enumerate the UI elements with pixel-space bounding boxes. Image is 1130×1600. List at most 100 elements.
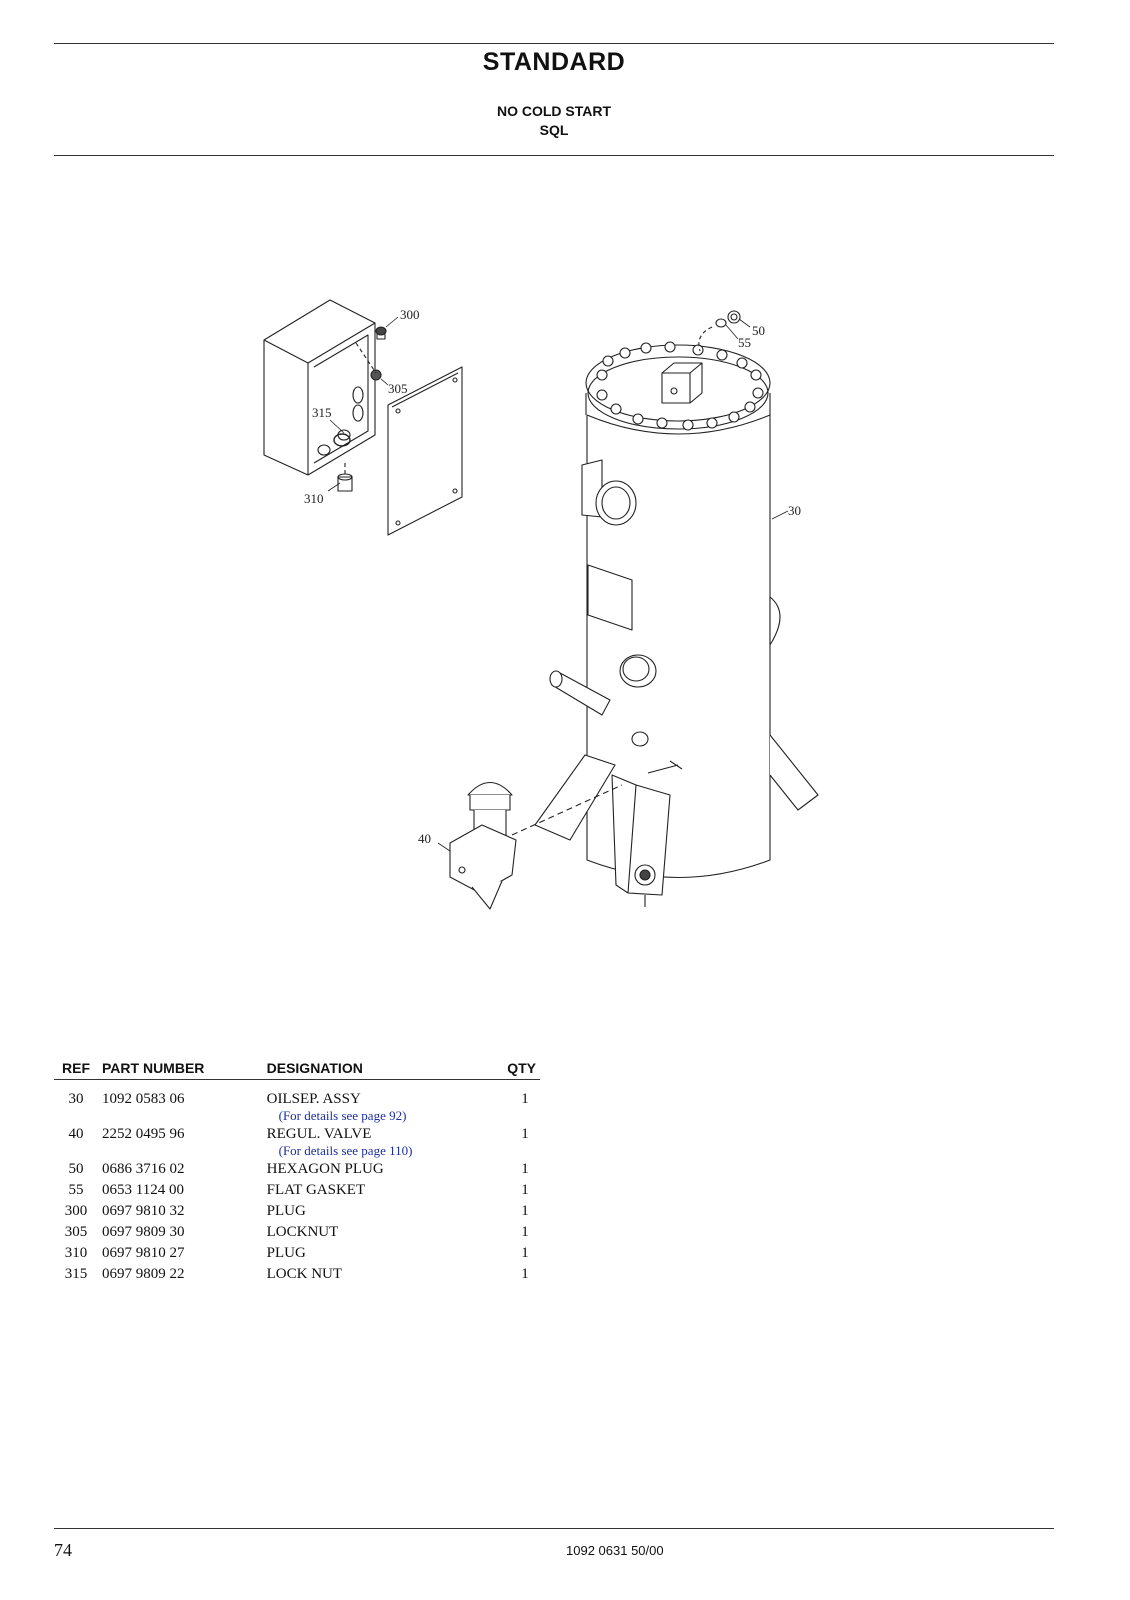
cell-ref: 305 [54,1224,98,1245]
callout-315: 315 [312,405,332,420]
cell-part-number-text: 0686 3716 02 [102,1161,185,1177]
cell-part-number: 1092 0583 06 [98,1080,263,1127]
callout-310: 310 [304,491,324,506]
table-row: 305 0697 9809 30 LOCKNUT 1 [54,1224,540,1245]
cell-designation: REGUL. VALVE(For details see page 110) [263,1126,492,1161]
fitting-300 [375,326,387,340]
cell-ref: 50 [54,1161,98,1182]
header-bottom-rule [54,155,1054,156]
page-number: 74 [54,1540,72,1560]
cell-designation-text: FLAT GASKET [266,1182,366,1198]
cell-qty-text: 1 [521,1161,529,1177]
callout-300: 300 [400,307,420,322]
page-title: STANDARD [482,48,626,76]
table-row: 50 0686 3716 02 HEXAGON PLUG 1 [54,1161,540,1182]
cell-part-number: 0653 1124 00 [98,1182,263,1203]
cell-qty-text: 1 [521,1266,529,1282]
table-header-row: REF PART NUMBER DESIGNATION QTY [54,1058,540,1080]
callout-55: 55 [738,335,751,350]
cell-qty: 1 [492,1182,540,1203]
cell-ref: 30 [54,1080,98,1127]
cover-plate [387,366,463,536]
cell-qty-text: 1 [521,1245,529,1261]
cell-designation-text: HEXAGON PLUG [266,1161,384,1177]
cell-ref-text: 305 [64,1224,88,1240]
document-number: 1092 0631 50/00 [566,1543,664,1558]
cell-ref-text: 310 [64,1245,88,1261]
page-subtitle: NO COLD START [496,103,612,119]
cell-designation-text: OILSEP. ASSY [266,1091,361,1107]
table-row: 315 0697 9809 22 LOCK NUT 1 [54,1266,540,1287]
cell-part-number-text: 1092 0583 06 [102,1091,185,1107]
oil-separator-vessel [534,341,819,907]
fitting-305 [370,369,382,381]
cell-designation-text: REGUL. VALVE [266,1126,372,1142]
header-top-rule [54,43,1054,44]
cell-part-number: 0686 3716 02 [98,1161,263,1182]
table-row: 300 0697 9810 32 PLUG 1 [54,1203,540,1224]
callout-50: 50 [752,323,765,338]
cell-designation: HEXAGON PLUG [263,1161,492,1182]
cell-part-number-text: 2252 0495 96 [102,1126,185,1142]
column-header-designation: DESIGNATION [262,1058,492,1080]
cell-designation: LOCK NUT [263,1266,492,1287]
hexagon-plug-50 [715,310,741,328]
page-subtitle-model: SQL [539,122,569,138]
table-row: 55 0653 1124 00 FLAT GASKET 1 [54,1182,540,1203]
callout-305: 305 [388,381,408,396]
cell-qty-text: 1 [521,1203,529,1219]
cell-designation: PLUG [263,1203,492,1224]
cell-designation: FLAT GASKET [263,1182,492,1203]
table-row: 30 1092 0583 06 OILSEP. ASSY(For details s… [54,1080,540,1127]
cell-ref: 315 [54,1266,98,1287]
cell-ref-text: 315 [64,1266,88,1282]
cell-part-number-text: 0697 9810 32 [102,1203,185,1219]
callout-40: 40 [418,831,431,846]
details-reference-note: (For details see page 92) [278,1108,407,1123]
cell-ref-text: 55 [68,1182,84,1198]
table-row: 310 0697 9810 27 PLUG 1 [54,1245,540,1266]
cell-qty: 1 [492,1203,540,1224]
cell-designation-text: LOCK NUT [266,1266,343,1282]
column-header-qty: QTY [492,1058,540,1080]
cell-qty-text: 1 [521,1182,529,1198]
cell-part-number-text: 0697 9809 22 [102,1266,185,1282]
cell-ref: 300 [54,1203,98,1224]
cell-designation: PLUG [263,1245,492,1266]
parts-list-table: REF PART NUMBER DESIGNATION QTY 30 1092 0… [54,1058,540,1287]
cell-qty: 1 [492,1161,540,1182]
cell-part-number-text: 0697 9810 27 [102,1245,185,1261]
column-header-ref: REF [54,1058,98,1080]
cell-designation-text: LOCKNUT [266,1224,339,1240]
cell-ref-text: 50 [68,1161,84,1177]
cell-part-number: 0697 9809 22 [98,1266,263,1287]
details-reference-note: (For details see page 110) [278,1143,413,1158]
cell-ref-text: 30 [68,1091,84,1107]
regulating-valve [449,781,517,910]
cell-part-number: 0697 9810 32 [98,1203,263,1224]
cell-ref: 310 [54,1245,98,1266]
cell-part-number-text: 0653 1124 00 [102,1182,184,1198]
cell-qty: 1 [492,1126,540,1161]
cell-part-number: 0697 9810 27 [98,1245,263,1266]
cell-part-number: 2252 0495 96 [98,1126,263,1161]
cell-designation-text: PLUG [266,1203,306,1219]
cell-qty: 1 [492,1266,540,1287]
cell-designation: LOCKNUT [263,1224,492,1245]
junction-box [263,299,376,476]
cell-qty: 1 [492,1245,540,1266]
cell-ref: 40 [54,1126,98,1161]
cell-qty-text: 1 [521,1126,529,1142]
cell-designation-text: PLUG [266,1245,306,1261]
cell-part-number-text: 0697 9809 30 [102,1224,185,1240]
cell-qty: 1 [492,1080,540,1127]
cell-ref-text: 40 [68,1126,84,1142]
cell-qty: 1 [492,1224,540,1245]
cell-designation: OILSEP. ASSY(For details see page 92) [263,1080,492,1127]
cell-ref-text: 300 [64,1203,88,1219]
fitting-310 [337,473,353,492]
table-row: 40 2252 0495 96 REGUL. VALVE(For details s… [54,1126,540,1161]
cell-qty-text: 1 [521,1224,529,1240]
callout-30: 30 [788,503,801,518]
